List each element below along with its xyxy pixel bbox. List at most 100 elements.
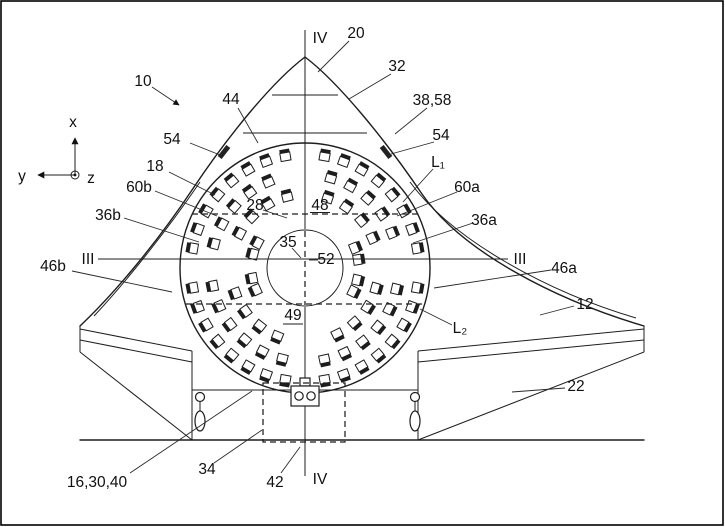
z-axis-symbol <box>70 170 80 180</box>
seat <box>396 317 412 333</box>
seat <box>369 281 384 295</box>
seat-rings <box>185 148 425 388</box>
edge-marker-54-left <box>217 144 231 160</box>
ref-label-38-58: 38,58 <box>413 92 452 109</box>
seat <box>236 303 253 320</box>
leader-36a <box>412 222 474 244</box>
seat <box>384 186 401 203</box>
seat <box>351 273 366 287</box>
leader-60b <box>154 190 218 217</box>
right-trailing-edge-lower <box>417 339 645 363</box>
leader-10 <box>151 86 180 106</box>
ref-label-L2: L₂ <box>453 320 468 337</box>
z-axis-dot <box>73 173 77 177</box>
axis-label-y: y <box>18 168 26 185</box>
seat <box>221 316 238 333</box>
leading-edge-right <box>304 56 645 327</box>
ref-label-46a: 46a <box>551 260 577 277</box>
seat <box>338 198 355 215</box>
seat <box>405 222 420 237</box>
seat <box>370 172 387 189</box>
seat <box>318 148 331 163</box>
seat <box>185 242 200 255</box>
ref-label-54-right: 54 <box>432 127 450 144</box>
seat <box>275 352 289 367</box>
leader-36b <box>123 217 200 243</box>
main-gear-right <box>409 391 421 432</box>
seat <box>247 282 263 298</box>
ref-label-18: 18 <box>146 158 163 175</box>
leader-18 <box>168 171 216 196</box>
seat <box>279 148 292 163</box>
seat <box>259 153 274 168</box>
seat <box>227 286 243 301</box>
leader-46b <box>71 270 173 293</box>
seat <box>240 161 256 177</box>
leader-28 <box>262 209 288 219</box>
seat <box>261 173 276 189</box>
leading-edge-left-inner <box>93 181 201 317</box>
section-label-iii-right: III <box>514 251 527 268</box>
seat <box>198 317 214 333</box>
ref-label-49: 49 <box>284 307 301 324</box>
seat <box>317 353 331 368</box>
seat <box>337 345 353 362</box>
seat <box>346 284 362 300</box>
seat <box>259 368 274 383</box>
leader-44 <box>237 107 259 144</box>
leader-32 <box>348 73 392 100</box>
leading-edge-right-inner <box>409 181 637 319</box>
seat <box>354 161 370 177</box>
seat <box>209 186 226 203</box>
seat <box>336 368 351 383</box>
seat <box>279 373 292 388</box>
seat <box>384 333 401 350</box>
seat <box>324 170 338 185</box>
section-label-iii-left: III <box>82 251 95 268</box>
seat <box>185 281 200 294</box>
seat <box>231 225 248 241</box>
leading-edge-left <box>79 56 306 327</box>
ref-label-36b: 36b <box>95 207 121 224</box>
seat <box>374 206 391 222</box>
seat <box>206 237 221 251</box>
ref-label-36a: 36a <box>471 212 497 229</box>
seat <box>365 230 381 246</box>
leader-12 <box>539 305 575 316</box>
left-trailing-diagonal <box>79 351 193 441</box>
seat <box>353 212 370 229</box>
seat <box>190 299 205 314</box>
coordinate-axes <box>37 137 80 180</box>
seat <box>360 189 377 206</box>
seat <box>240 359 256 375</box>
right-trailing-diagonal <box>417 351 645 441</box>
ref-label-34: 34 <box>198 461 216 478</box>
ref-label-L1: L₁ <box>431 154 445 171</box>
leader-35 <box>291 247 302 259</box>
section-label-iv-bottom: IV <box>313 471 328 488</box>
seat <box>213 216 230 232</box>
leader-L1 <box>402 168 434 203</box>
seat <box>336 153 351 168</box>
leader-54-left <box>189 142 221 156</box>
left-trailing-edge-upper <box>79 328 193 352</box>
seat <box>370 319 387 336</box>
ref-label-46b: 46b <box>40 258 66 275</box>
seat <box>347 240 363 255</box>
seat <box>223 347 240 364</box>
seat <box>410 281 425 294</box>
ref-label-48: 48 <box>311 197 328 214</box>
seat <box>245 247 260 261</box>
gear-bay-dashed-box <box>262 382 346 443</box>
cabin <box>179 142 431 394</box>
main-gear-left <box>194 391 206 432</box>
axis-label-x: x <box>69 114 77 131</box>
leader-22 <box>511 387 566 393</box>
leader-38-58 <box>394 107 428 135</box>
ref-label-60a: 60a <box>454 179 480 196</box>
nose-gear-center <box>290 377 320 407</box>
leader-L2 <box>419 308 453 326</box>
seat <box>318 373 331 388</box>
